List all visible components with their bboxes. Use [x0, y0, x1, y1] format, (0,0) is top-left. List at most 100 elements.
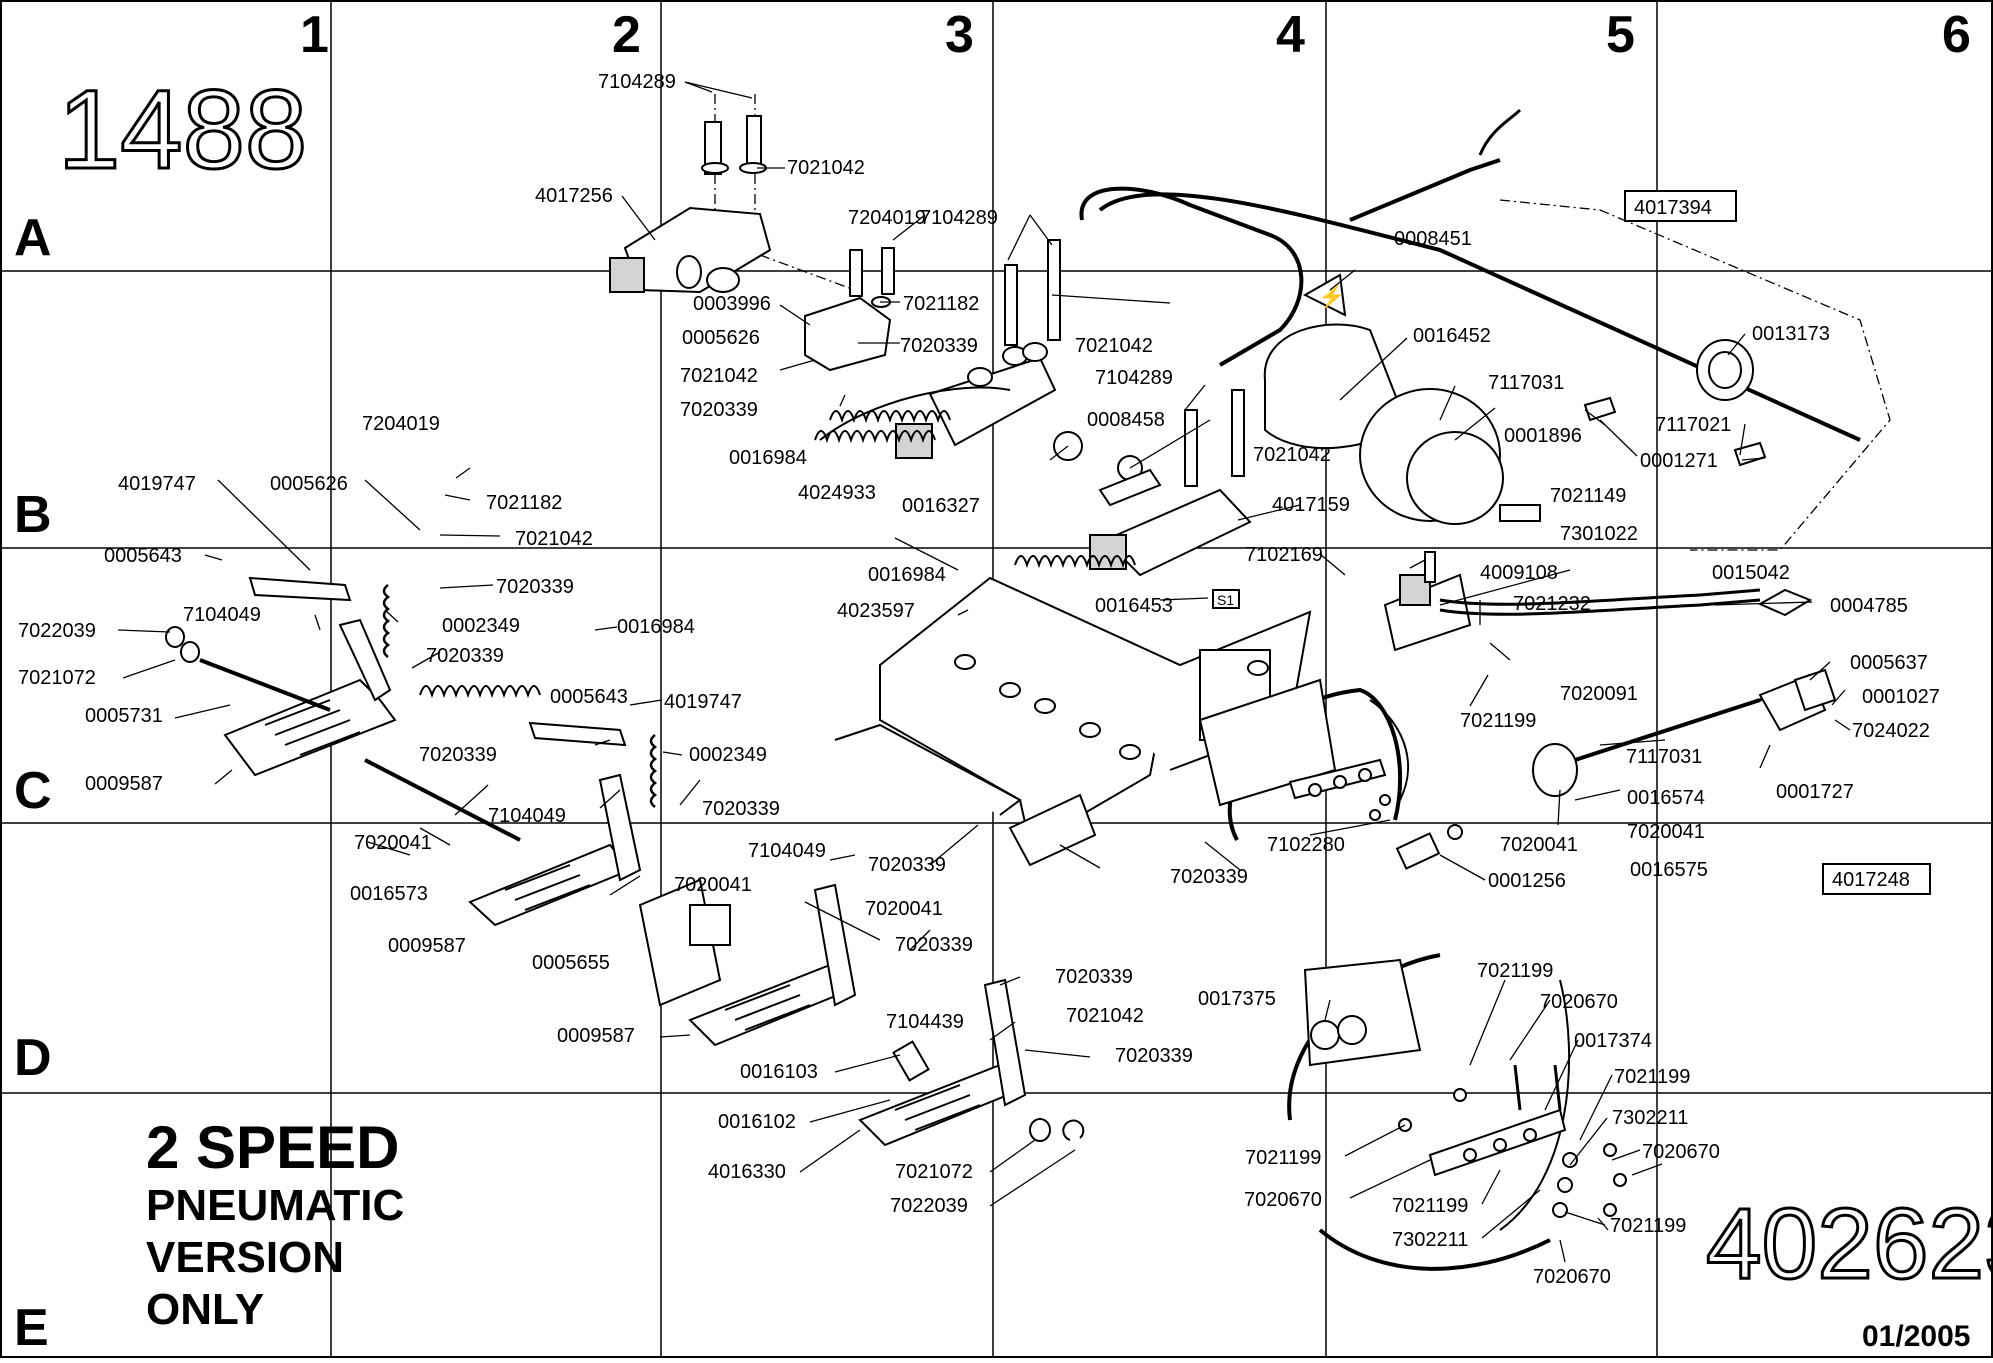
part-label-7302211: 7302211: [1612, 1107, 1688, 1129]
part-label-7021042: 7021042: [515, 528, 593, 550]
column-label-2: 2: [612, 6, 641, 64]
s1-tag-box: [1212, 589, 1240, 609]
part-label-7021199: 7021199: [1614, 1066, 1690, 1088]
part-label-0003996: 0003996: [693, 293, 771, 315]
part-label-0016453: 0016453: [1095, 595, 1173, 617]
row-label-D: D: [14, 1029, 52, 1087]
figure-number: 1488: [58, 67, 307, 192]
part-label-7021149: 7021149: [1550, 485, 1626, 507]
part-label-0008458: 0008458: [1087, 409, 1165, 431]
part-label-0008451: 0008451: [1394, 228, 1472, 250]
part-label-7020339: 7020339: [1170, 866, 1248, 888]
part-label-7022039: 7022039: [18, 620, 96, 642]
row-label-B: B: [14, 486, 52, 544]
part-label-7117021: 7117021: [1655, 414, 1731, 436]
part-label-7021042: 7021042: [1066, 1005, 1144, 1027]
part-label-7021042: 7021042: [1075, 335, 1153, 357]
part-label-0016102: 0016102: [718, 1111, 796, 1133]
part-label-0016573: 0016573: [350, 883, 428, 905]
part-label-0017375: 0017375: [1198, 988, 1276, 1010]
part-label-0015042: 0015042: [1712, 562, 1790, 584]
part-label-7204019: 7204019: [848, 207, 926, 229]
part-label-7021042: 7021042: [1253, 444, 1331, 466]
part-label-0016984: 0016984: [868, 564, 946, 586]
part-label-7020041: 7020041: [354, 832, 432, 854]
note-line-3: VERSION: [146, 1233, 344, 1282]
part-label-7020041: 7020041: [865, 898, 943, 920]
part-label-7302211: 7302211: [1392, 1229, 1468, 1251]
assembly-box-4017248: [1822, 863, 1931, 895]
column-label-3: 3: [945, 6, 974, 64]
row-label-C: C: [14, 762, 52, 820]
part-label-7204019: 7204019: [362, 413, 440, 435]
part-label-7104049: 7104049: [748, 840, 826, 862]
part-label-7024022: 7024022: [1852, 720, 1930, 742]
part-label-7021072: 7021072: [18, 667, 96, 689]
part-label-0005655: 0005655: [532, 952, 610, 974]
column-label-4: 4: [1276, 6, 1305, 64]
part-callouts: 7104289 7021042 4017256 7204019 7104289 …: [18, 71, 1940, 1288]
revision-date: 01/2005: [1862, 1320, 1970, 1353]
part-label-7104049: 7104049: [488, 805, 566, 827]
part-label-7021199: 7021199: [1245, 1147, 1321, 1169]
column-label-5: 5: [1606, 6, 1635, 64]
part-label-7020339: 7020339: [895, 934, 973, 956]
part-label-0016452: 0016452: [1413, 325, 1491, 347]
part-label-7104289: 7104289: [1095, 367, 1173, 389]
part-label-7021182: 7021182: [903, 293, 979, 315]
part-label-4017159: 4017159: [1272, 494, 1350, 516]
valve-assembly-middle: [814, 239, 1162, 507]
part-label-0016574: 0016574: [1627, 787, 1705, 809]
part-label-7020670: 7020670: [1244, 1189, 1322, 1211]
part-label-7020091: 7020091: [1560, 683, 1638, 705]
part-label-7020041: 7020041: [1500, 834, 1578, 856]
part-label-7104439: 7104439: [886, 1011, 964, 1033]
part-label-7020670: 7020670: [1533, 1266, 1611, 1288]
part-label-0009587: 0009587: [85, 773, 163, 795]
part-label-0001256: 0001256: [1488, 870, 1566, 892]
part-label-7301022: 7301022: [1560, 523, 1638, 545]
part-label-7020339: 7020339: [680, 399, 758, 421]
part-label-7020670: 7020670: [1642, 1141, 1720, 1163]
column-labels: 1 2 3 4 5 6: [300, 6, 1971, 64]
part-label-7020339: 7020339: [426, 645, 504, 667]
part-label-7117031: 7117031: [1488, 372, 1564, 394]
part-label-7020339: 7020339: [1055, 966, 1133, 988]
part-label-7020670: 7020670: [1540, 991, 1618, 1013]
part-label-7021182: 7021182: [486, 492, 562, 514]
connection-plate-detail: [1198, 678, 1409, 841]
pneumatic-components-right: [1383, 551, 1837, 870]
part-label-7020339: 7020339: [1115, 1045, 1193, 1067]
row-label-A: A: [14, 209, 52, 267]
part-label-7102280: 7102280: [1267, 834, 1345, 856]
part-label-0002349: 0002349: [689, 744, 767, 766]
s1-tag: S1: [1217, 592, 1234, 608]
part-label-7104289: 7104289: [598, 71, 676, 93]
part-label-0001271: 0001271: [1640, 450, 1718, 472]
part-label-4019747: 4019747: [664, 691, 742, 713]
part-label-7104289: 7104289: [920, 207, 998, 229]
part-label-7102169: 7102169: [1245, 544, 1323, 566]
part-label-0005626: 0005626: [682, 327, 760, 349]
part-label-4017256: 4017256: [535, 185, 613, 207]
note-line-2: PNEUMATIC: [146, 1181, 404, 1230]
part-label-7020339: 7020339: [868, 854, 946, 876]
part-label-0009587: 0009587: [557, 1025, 635, 1047]
part-label-0001896: 0001896: [1504, 425, 1582, 447]
part-label-0016984: 0016984: [617, 616, 695, 638]
version-note: 2 SPEED PNEUMATIC VERSION ONLY: [146, 1114, 404, 1334]
part-label-0009587: 0009587: [388, 935, 466, 957]
part-label-7021199: 7021199: [1392, 1195, 1468, 1217]
part-label-4019747: 4019747: [118, 473, 196, 495]
note-line-1: 2 SPEED: [146, 1114, 399, 1181]
part-label-0016103: 0016103: [740, 1061, 818, 1083]
part-label-4024933: 4024933: [798, 482, 876, 504]
part-label-0016327: 0016327: [902, 495, 980, 517]
part-label-7021199: 7021199: [1460, 710, 1536, 732]
column-label-1: 1: [300, 6, 329, 64]
part-label-0002349: 0002349: [442, 615, 520, 637]
drawing-number: 4026230: [1706, 1188, 1993, 1300]
part-label-4023597: 4023597: [837, 600, 915, 622]
